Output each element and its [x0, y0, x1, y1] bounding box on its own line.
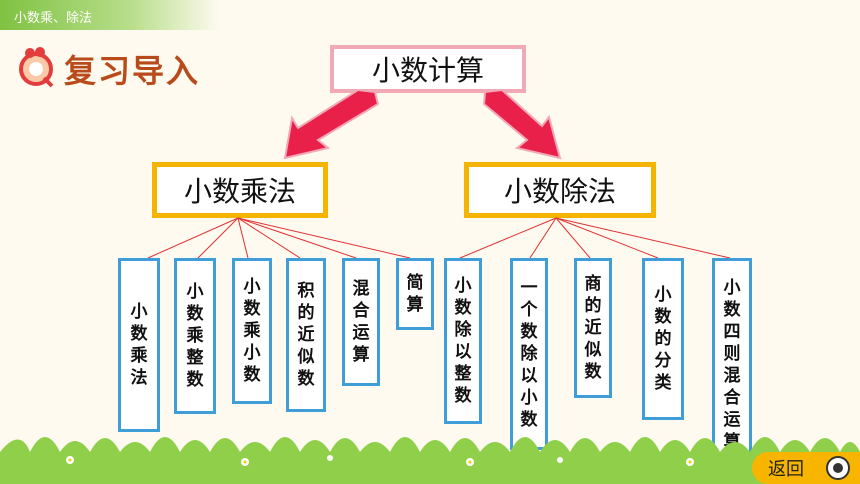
- leaf-decimal-divided-by-integer: 小数除以整数: [444, 258, 482, 424]
- node-decimal-division: 小数除法: [464, 162, 656, 218]
- back-button[interactable]: 返回: [752, 452, 860, 484]
- arrow-to-multiplication-icon: [283, 88, 380, 160]
- q-logo-icon: [14, 45, 58, 89]
- grass-decoration: [0, 437, 860, 484]
- leaf-mixed-operations: 混合运算: [342, 258, 380, 386]
- leaf-simplified-calculation: 简算: [396, 258, 434, 330]
- breadcrumb: 小数乘、除法: [14, 11, 93, 26]
- page-title: 复习导入: [64, 52, 201, 90]
- node-decimal-multiplication: 小数乘法: [152, 162, 328, 218]
- leaf-number-divided-by-decimal: 一个数除以小数: [510, 258, 548, 450]
- back-button-label: 返回: [768, 459, 804, 480]
- leaf-decimal-classification: 小数的分类: [642, 258, 684, 420]
- back-q-icon: [826, 456, 850, 480]
- arrow-to-division-icon: [482, 88, 562, 160]
- leaf-decimal-times-integer: 小数乘整数: [174, 258, 216, 414]
- leaf-decimal-times-decimal: 小数乘小数: [232, 258, 272, 404]
- root-node: 小数计算: [330, 45, 526, 93]
- leaf-product-approximation: 积的近似数: [286, 258, 326, 412]
- leaf-decimal-times-decimal-concept: 小数乘法: [118, 258, 160, 432]
- leaf-quotient-approximation: 商的近似数: [574, 258, 612, 398]
- leaf-four-operations: 小数四则混合运算: [712, 258, 752, 472]
- top-banner: 小数乘、除法: [0, 0, 220, 30]
